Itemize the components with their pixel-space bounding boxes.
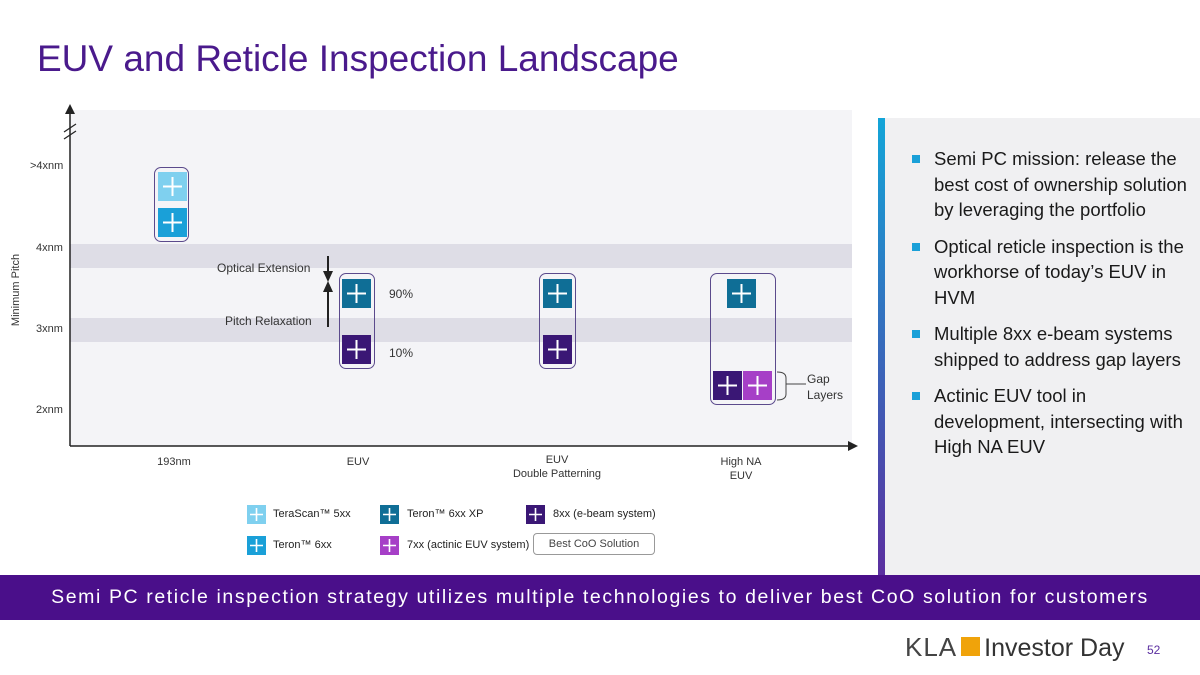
bullet-icon [912, 155, 920, 163]
y-label: 3xnm [36, 323, 63, 335]
gap-bracket [776, 371, 787, 401]
teron-6xx-marker [158, 208, 187, 237]
y-axis-arrow [65, 104, 75, 114]
x-axis-arrow [848, 441, 858, 451]
best-coo-box [710, 273, 776, 405]
page-number: 52 [1147, 643, 1161, 657]
optical-extension-label: Optical Extension [217, 261, 311, 275]
legend-label: TeraScan™ 5xx [273, 508, 351, 520]
teron-6xx-xp-marker [543, 279, 572, 308]
legend-swatch-8xx [526, 505, 545, 524]
legend-swatch-teron-xp [380, 505, 399, 524]
band-3xnm [70, 318, 852, 342]
pitch-relaxation-label: Pitch Relaxation [225, 314, 312, 328]
teron-6xx-xp-marker [727, 279, 756, 308]
legend-best-coo: Best CoO Solution [533, 533, 655, 555]
page-title: EUV and Reticle Inspection Landscape [37, 38, 679, 79]
event-name: Investor Day [984, 634, 1125, 662]
bullet-item: Multiple 8xx e-beam systems shipped to a… [912, 321, 1194, 372]
x-label: EUV [346, 456, 370, 468]
legend-label: Teron™ 6xx XP [407, 508, 484, 520]
down-arrow-head [323, 271, 333, 282]
axis-break-mark [63, 123, 77, 133]
legend-label: 7xx (actinic EUV system) [407, 539, 530, 551]
accent-bar [878, 118, 885, 575]
gap-layers-label: Gap Layers [807, 372, 844, 402]
legend-swatch-7xx [380, 536, 399, 555]
terascan-5xx-marker [158, 172, 187, 201]
teron-6xx-xp-marker [342, 279, 371, 308]
bullet-icon [912, 330, 920, 338]
x-label: High NA EUV [720, 456, 762, 482]
bullet-list: Semi PC mission: release the best cost o… [912, 146, 1194, 471]
up-arrow-head [323, 281, 333, 292]
y-axis-title: Minimum Pitch [10, 253, 22, 327]
ebeam-8xx-marker [713, 371, 742, 400]
logo-mark-icon [961, 637, 981, 656]
actinic-7xx-marker [743, 371, 772, 400]
y-label: >4xnm [30, 160, 64, 172]
x-label: EUV Double Patterning [512, 454, 602, 480]
y-label: 2xnm [36, 404, 63, 416]
chart-axes [63, 104, 858, 451]
best-coo-box [539, 273, 576, 369]
bullet-icon [912, 392, 920, 400]
percent-label: 90% [389, 287, 414, 301]
legend-label: 8xx (e-beam system) [553, 508, 656, 520]
best-coo-box [154, 167, 189, 242]
y-label: 4xnm [36, 242, 63, 254]
bullet-icon [912, 242, 920, 251]
ebeam-8xx-marker [342, 335, 371, 364]
right-panel [878, 118, 1200, 575]
legend-label: Teron™ 6xx [273, 539, 332, 551]
percent-label: 10% [389, 346, 414, 360]
legend-swatch-teron [247, 536, 266, 555]
x-label: 193nm [157, 456, 191, 468]
kla-logo: KLA Investor Day [905, 632, 1125, 663]
bullet-item: Optical reticle inspection is the workho… [912, 234, 1194, 311]
logo-text: KLA [905, 632, 958, 662]
summary-banner: Semi PC reticle inspection strategy util… [0, 575, 1200, 620]
band-4xnm [70, 244, 852, 268]
axis-break-mark [63, 130, 77, 140]
legend-swatch-terascan [247, 505, 266, 524]
bullet-item: Semi PC mission: release the best cost o… [912, 146, 1194, 223]
bullet-item: Actinic EUV tool in development, interse… [912, 383, 1194, 460]
best-coo-box [339, 273, 375, 369]
ebeam-8xx-marker [543, 335, 572, 364]
